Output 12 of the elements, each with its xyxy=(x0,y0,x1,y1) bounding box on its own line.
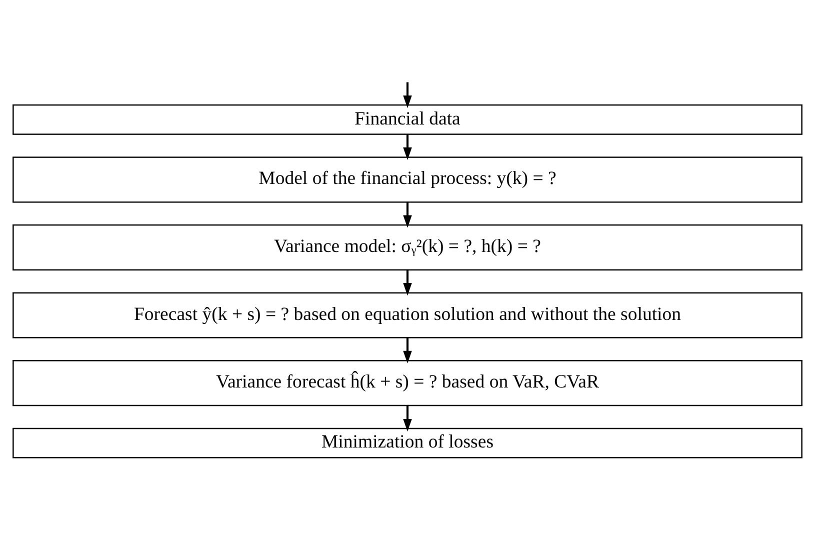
node-box: Minimization of losses xyxy=(12,427,802,458)
node-box: Model of the financial process: y(k) = ? xyxy=(12,156,802,202)
node-box: Variance forecast ĥ(k + s) = ? based on VaR, CVaR xyxy=(12,360,802,406)
arrow xyxy=(402,405,412,431)
arrow xyxy=(402,134,412,160)
node-box: Financial data xyxy=(12,104,802,134)
arrow xyxy=(402,337,412,363)
arrow xyxy=(402,270,412,296)
node-box: Forecast ŷ(k + s) = ? based on equation solution and without the solution xyxy=(12,292,802,338)
arrow xyxy=(402,202,412,228)
node-box: Variance model: σᵧ²(k) = ?, h(k) = ? xyxy=(12,224,802,270)
arrow xyxy=(402,82,412,108)
